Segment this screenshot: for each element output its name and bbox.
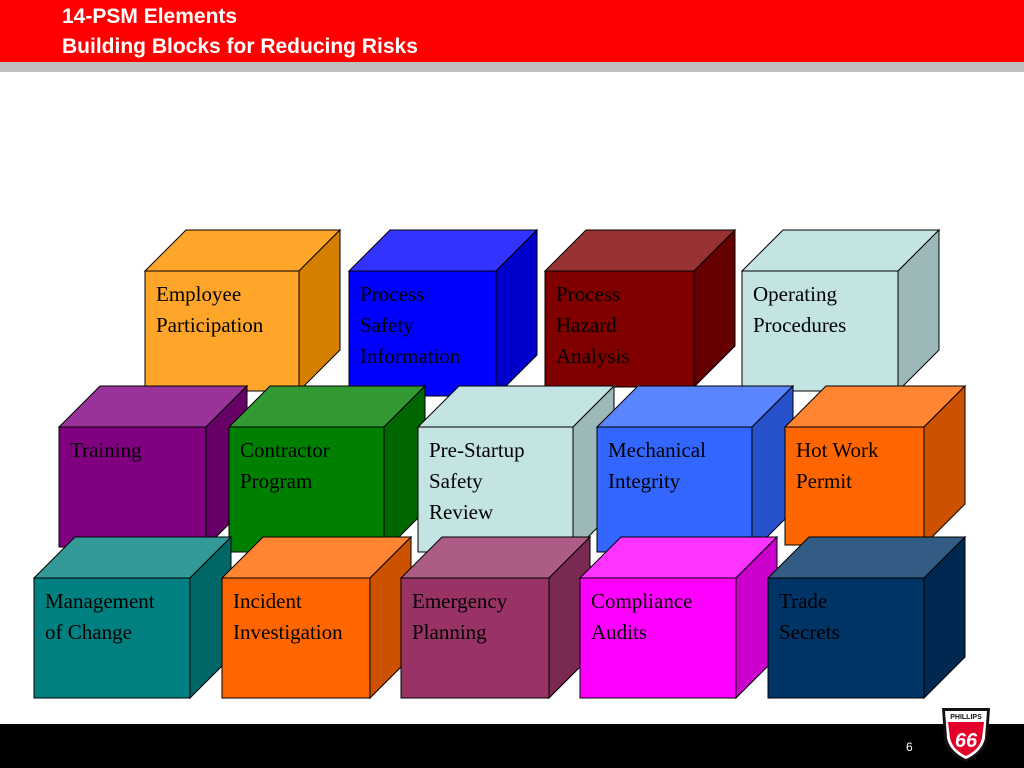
block-label-training: Training — [70, 438, 142, 462]
block-label-incident-investigation: Incident Investigation — [233, 589, 343, 644]
block-label-hot-work-permit: Hot Work Permit — [796, 438, 879, 493]
block-hot-work-permit — [783, 384, 967, 547]
block-front-face — [33, 577, 191, 699]
block-employee-participation — [143, 228, 342, 393]
block-operating-procedures — [740, 228, 941, 393]
block-front-face — [417, 426, 574, 553]
block-label-management-of-change: Management of Change — [45, 589, 155, 644]
block-contractor-program — [227, 384, 427, 554]
block-process-safety-information — [347, 228, 539, 398]
block-front-face — [58, 426, 207, 548]
block-front-face — [784, 426, 925, 546]
block-label-pre-startup-safety-review: Pre-Startup Safety Review — [429, 438, 525, 524]
block-front-face — [221, 577, 371, 699]
block-mechanical-integrity — [595, 384, 795, 554]
block-label-trade-secrets: Trade Secrets — [779, 589, 840, 644]
slide-title-line1: 14-PSM Elements — [62, 5, 238, 28]
block-front-face — [596, 426, 753, 553]
logo-number-text: 66 — [955, 730, 978, 752]
block-front-face — [579, 577, 737, 699]
block-front-face — [144, 270, 300, 392]
slide-title-line2: Building Blocks for Reducing Risks — [62, 35, 418, 58]
block-label-emergency-planning: Emergency Planning — [412, 589, 508, 644]
block-front-face — [544, 270, 695, 388]
block-trade-secrets — [766, 535, 967, 700]
block-front-face — [400, 577, 550, 699]
block-process-hazard-analysis — [543, 228, 737, 389]
block-label-contractor-program: Contractor Program — [240, 438, 330, 493]
block-compliance-audits — [578, 535, 779, 700]
logo-brand-text: PHILLIPS — [950, 714, 982, 721]
block-label-compliance-audits: Compliance Audits — [591, 589, 693, 644]
block-label-operating-procedures: Operating Procedures — [753, 282, 847, 337]
block-training — [57, 384, 249, 549]
block-front-face — [767, 577, 925, 699]
block-management-of-change — [32, 535, 233, 700]
block-label-process-safety-information: Process Safety Information — [360, 282, 461, 368]
block-front-face — [741, 270, 899, 392]
block-label-employee-participation: Employee Participation — [156, 282, 264, 337]
block-front-face — [348, 270, 497, 397]
slide-header — [0, 0, 1024, 62]
slide-footer — [0, 724, 1024, 768]
page-number: 6 — [906, 740, 913, 754]
block-label-process-hazard-analysis: Process Hazard Analysis — [556, 282, 630, 368]
header-divider — [0, 62, 1024, 72]
block-label-mechanical-integrity: Mechanical Integrity — [608, 438, 706, 493]
phillips-66-logo-icon: PHILLIPS 66 — [942, 708, 990, 762]
block-front-face — [228, 426, 385, 553]
